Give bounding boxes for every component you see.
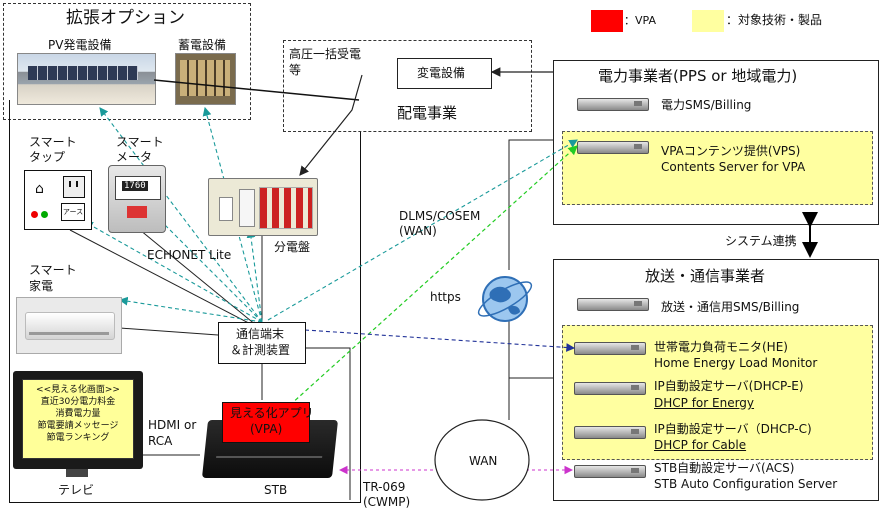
- comm-device-label-2: ＆計測装置: [230, 343, 291, 357]
- dhcpc-label: IP自動設定サーバ（DHCP-C): [654, 422, 812, 436]
- air-conditioner: [16, 297, 122, 354]
- dlms-label-2: (WAN): [399, 224, 437, 238]
- distribution-panel: [208, 178, 318, 236]
- comm-device-box: [218, 322, 306, 364]
- power-sms-server-icon: [577, 98, 649, 111]
- broadcast-title: 放送・通信事業者: [645, 267, 766, 285]
- acs-server-icon: [574, 465, 646, 478]
- substation-equipment: [397, 58, 492, 89]
- tv-screen-line: <<見える化画面>>: [36, 385, 120, 395]
- panel-label: 分電盤: [274, 240, 311, 254]
- tv-screen-line: 消費電力量: [55, 409, 101, 419]
- dhcpe-label: IP自動設定サーバ(DHCP-E): [654, 379, 804, 393]
- vps-label: VPAコンテンツ提供(VPS): [661, 144, 801, 158]
- power-sms-label: 電力SMS/Billing: [661, 98, 752, 112]
- meter-reading: 1760: [122, 181, 148, 191]
- tv-screen-line: 節電ランキング: [46, 433, 110, 443]
- plug-icon: ⌂: [35, 181, 44, 197]
- legend-target-swatch: [692, 10, 724, 32]
- internet-globe-icon: [474, 268, 536, 330]
- stb-label: STB: [264, 483, 288, 497]
- tv-screen-line: 直近30分電力料金: [40, 397, 116, 407]
- tr069-label-2: (CWMP): [363, 495, 411, 509]
- vpa-app-box: [222, 402, 310, 443]
- bulk-power-label-2: 等: [289, 63, 302, 77]
- pv-photo: [17, 53, 156, 105]
- broadcast-sms-label: 放送・通信用SMS/Billing: [661, 300, 800, 314]
- dlms-label: DLMS/COSEM: [399, 209, 481, 223]
- battery-photo: [175, 53, 236, 105]
- dhcpe-server-icon: [574, 382, 646, 395]
- echonet-label: ECHONET Lite: [147, 248, 232, 262]
- outlet-earth-label: アース: [61, 203, 85, 221]
- acs-label-2: STB Auto Configuration Server: [654, 477, 838, 491]
- vps-server-icon: [577, 141, 649, 154]
- legend-target-label: ：対象技術・製品: [726, 13, 823, 27]
- vpa-app-label: 見える化アプリ: [230, 406, 314, 420]
- he-label-2: Home Energy Load Monitor: [654, 356, 818, 370]
- hdmi-label-2: RCA: [148, 434, 173, 448]
- home-frame: [9, 100, 361, 503]
- hdmi-label: HDMI or: [148, 418, 197, 432]
- smart-tap-label-2: タップ: [29, 150, 66, 164]
- smart-tap-label: スマート: [29, 135, 77, 149]
- smart-meter-device: 1760: [108, 165, 166, 233]
- smart-meter-label-2: メータ: [116, 150, 153, 164]
- comm-device-label: 通信端末: [236, 327, 285, 341]
- smart-meter-label: スマート: [116, 135, 164, 149]
- tv-screen: <<見える化画面>> 直近30分電力料金 消費電力量 節電要請メッセージ 節電ラ…: [22, 379, 134, 459]
- tv-screen-line: 節電要請メッセージ: [37, 421, 119, 431]
- legend-vpa-label: ：VPA: [624, 14, 656, 27]
- https-label: https: [430, 290, 461, 304]
- bulk-power-label: 高圧一括受電: [289, 47, 362, 61]
- tv-set: <<見える化画面>> 直近30分電力料金 消費電力量 節電要請メッセージ 節電ラ…: [13, 371, 143, 469]
- vpa-app-label-2: (VPA): [250, 422, 283, 436]
- tv-label: テレビ: [58, 483, 95, 497]
- broadcast-sms-server-icon: [577, 298, 649, 311]
- legend-vpa-swatch: [591, 10, 623, 32]
- acs-label: STB自動設定サーバ(ACS): [654, 461, 795, 475]
- tr069-label: TR-069: [363, 480, 406, 494]
- dhcpe-label-2: DHCP for Energy: [654, 396, 755, 410]
- expansion-title: 拡張オプション: [66, 8, 185, 28]
- dhcpc-label-2: DHCP for Cable: [654, 438, 747, 452]
- wan-label: WAN: [469, 454, 498, 468]
- distribution-business-label: 配電事業: [397, 104, 458, 122]
- power-company-title: 電力事業者(PPS or 地域電力): [598, 67, 798, 85]
- he-label: 世帯電力負荷モニタ(HE): [654, 340, 788, 354]
- smart-tap-device: ⌂ アース: [24, 170, 92, 230]
- dhcpc-server-icon: [574, 426, 646, 439]
- battery-label: 蓄電設備: [178, 38, 227, 52]
- substation-equipment-label: 変電設備: [417, 66, 466, 80]
- system-link-label: システム連携: [725, 234, 797, 248]
- pv-label: PV発電設備: [48, 38, 112, 52]
- smart-appliance-label: スマート: [29, 263, 77, 277]
- smart-appliance-label-2: 家電: [29, 279, 54, 293]
- tv-stand: [66, 469, 88, 477]
- vps-label-2: Contents Server for VPA: [661, 160, 806, 174]
